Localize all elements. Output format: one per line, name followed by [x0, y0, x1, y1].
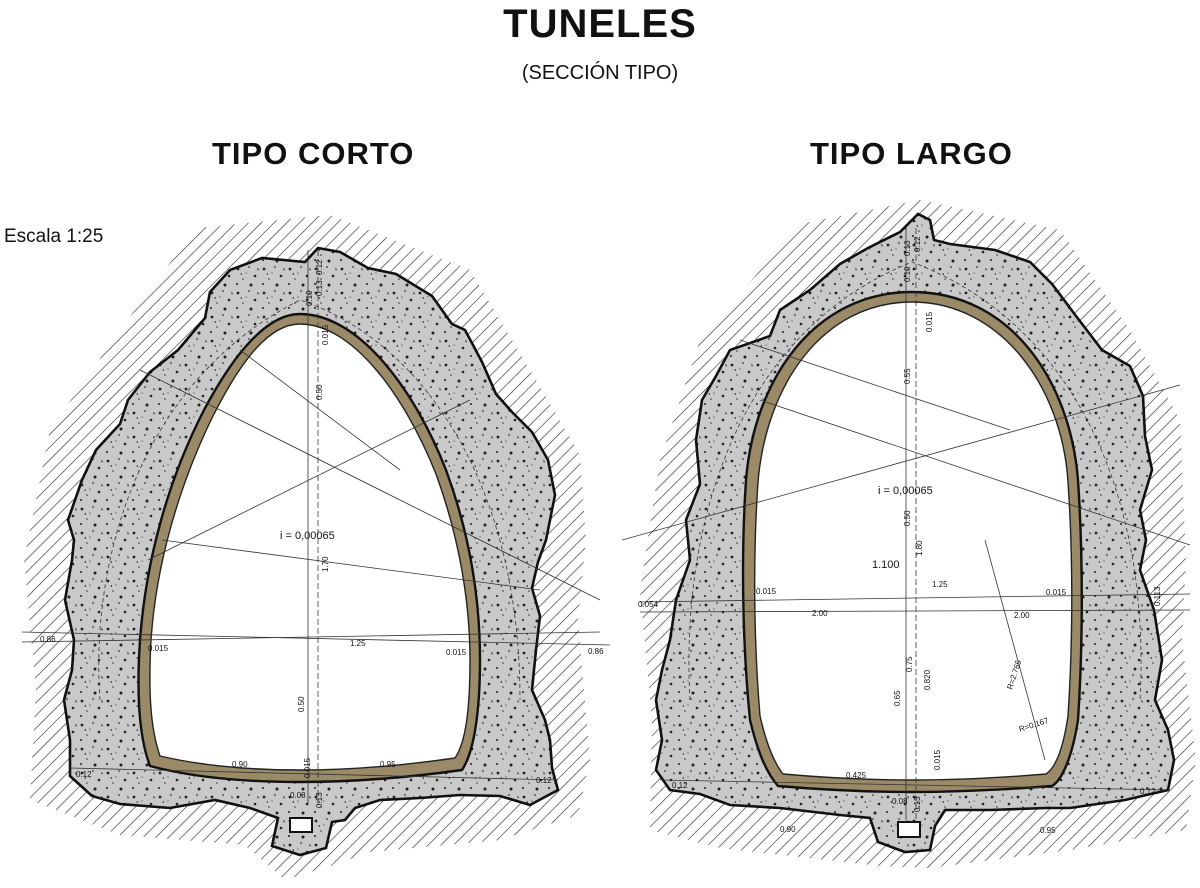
- short-dim-top-b: 0.13: [315, 280, 324, 296]
- short-dim-floor-left: 0.90: [232, 760, 248, 769]
- long-dim-mid-rise: 0.50: [903, 510, 912, 526]
- long-dim-floor-half: 0.425: [846, 771, 867, 780]
- short-dim-upper-rise: 0.50: [315, 384, 324, 400]
- short-dim-spring-right: 0.86: [588, 647, 604, 656]
- long-dim-base-a: 0.08: [892, 797, 908, 806]
- long-dim-side-right: 0.12: [1140, 787, 1156, 796]
- short-tunnel-title: TIPO CORTO: [212, 136, 415, 171]
- short-dim-base-b: 0.13: [315, 792, 324, 808]
- long-dim-width-left: 2.00: [812, 609, 828, 618]
- short-drain: [289, 817, 313, 833]
- long-level: 1.100: [872, 559, 900, 571]
- page-subtitle: (SECCIÓN TIPO): [521, 62, 679, 84]
- short-tunnel-section: 0.12 0.13 0.10 0.015 0.50 1.70 0.50 1.25…: [21, 215, 611, 880]
- long-construction-lines: [621, 228, 1191, 820]
- long-dim-spring-right: 0.113: [1153, 586, 1162, 606]
- short-dim-top-c: 0.10: [305, 290, 314, 306]
- long-dim-side-left: 0.12: [672, 781, 688, 790]
- long-dim-lining-right: 0.015: [1046, 588, 1067, 597]
- long-dim-foot-left: 0.90: [780, 825, 796, 834]
- long-interior: [753, 301, 1073, 781]
- long-dim-lining-top: 0.015: [925, 311, 934, 332]
- short-dim-lining-top: 0.015: [321, 324, 330, 345]
- long-dim-top-c: 0.10: [903, 266, 912, 282]
- short-dim-span: 1.25: [350, 639, 366, 648]
- short-dimensions: 0.12 0.13 0.10 0.015 0.50 1.70 0.50 1.25…: [40, 259, 604, 808]
- short-dim-spring-left: 0.86: [40, 635, 56, 644]
- long-dim-total-height: 1.80: [915, 540, 924, 556]
- long-dim-top-b: 0.13: [903, 240, 912, 256]
- short-construction-lines: [21, 250, 611, 805]
- short-dim-top-a: 0.12: [315, 259, 324, 275]
- page-title: TUNELES: [503, 2, 697, 46]
- long-tunnel-section: 0.12 0.13 0.10 0.015 0.55 0.50 1.80 i = …: [621, 200, 1196, 868]
- long-dim-lining-floor: 0.015: [933, 749, 942, 770]
- scale-label: Escala 1:25: [4, 226, 104, 247]
- long-dim-lower-a: 0.75: [905, 656, 914, 672]
- short-interior: [149, 323, 471, 771]
- short-dim-floor-right: 0.95: [380, 760, 396, 769]
- long-dim-top-a: 0.12: [913, 236, 922, 252]
- short-dim-side-right: 0.12: [536, 776, 552, 785]
- long-tunnel-title: TIPO LARGO: [810, 136, 1013, 171]
- long-dim-width-right: 2.00: [1014, 611, 1030, 620]
- short-dim-total-height: 1.70: [321, 556, 330, 572]
- long-dimensions: 0.12 0.13 0.10 0.015 0.55 0.50 1.80 i = …: [638, 236, 1162, 835]
- long-grade: i = 0,00065: [878, 485, 933, 497]
- long-drain: [897, 821, 921, 838]
- long-dim-span: 1.25: [932, 580, 948, 589]
- long-dim-upper-rise: 0.55: [903, 368, 912, 384]
- short-dim-lining-floor: 0.015: [303, 757, 312, 778]
- short-dim-side-left: 0.12: [76, 770, 92, 779]
- long-dim-lower-c: 0.820: [923, 669, 932, 690]
- long-dim-lining-left: 0.015: [756, 587, 777, 596]
- short-dim-lining-left: 0.015: [148, 644, 169, 653]
- short-dim-lower-rise: 0.50: [297, 696, 306, 712]
- short-grade: i = 0,00065: [280, 530, 335, 542]
- short-dim-lining-right: 0.015: [446, 648, 467, 657]
- long-dim-foot-right: 0.95: [1040, 826, 1056, 835]
- long-dim-spring-left: 0.054: [638, 600, 659, 609]
- long-dim-base-b: 0.13: [913, 796, 922, 812]
- short-dim-base-a: 0.08: [290, 791, 306, 800]
- long-dim-lower-b: 0.65: [893, 690, 902, 706]
